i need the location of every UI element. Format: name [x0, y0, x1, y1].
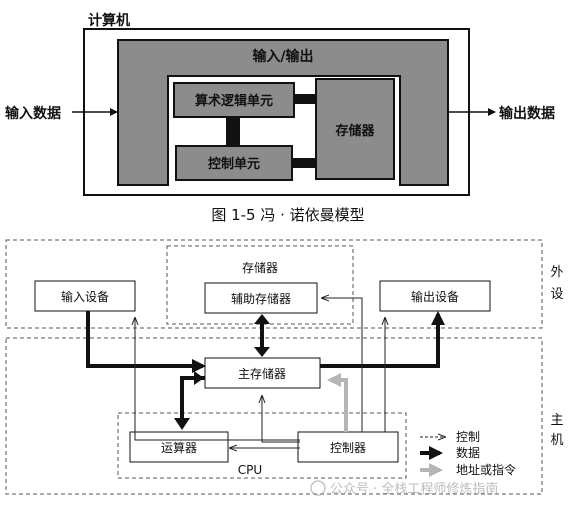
alu-control-bus: [226, 117, 240, 146]
control-to-memory-arrow: [262, 396, 300, 443]
peripheral-region: [5, 239, 543, 329]
io-label: 输入/输出: [252, 48, 313, 65]
input-data-label: 输入数据: [5, 105, 61, 122]
main-memory-box: [204, 357, 321, 389]
watermark: 公众号 · 全栈工程师修炼指南: [310, 480, 498, 497]
memory-block: [315, 78, 395, 180]
aux-main-data-arrowheads: [254, 314, 270, 357]
main-memory-label: 主存储器: [238, 366, 286, 381]
output-device-label: 输出设备: [411, 289, 459, 304]
memory-to-output-data-arrow: [320, 311, 445, 368]
io-block: [117, 39, 449, 186]
output-data-label: 输出数据: [499, 105, 555, 122]
host-region: [5, 337, 543, 495]
alu-box-label: 运算器: [161, 440, 197, 455]
figure-caption: 图 1-5 冯 · 诺依曼模型: [211, 206, 364, 224]
control-to-aux-arrow: [322, 298, 363, 432]
control-memory-bus: [292, 158, 316, 168]
alu-box: [129, 431, 229, 463]
legend: 控制 数据 地址或指令: [420, 430, 516, 477]
bottom-structure: 存储器 CPU 外 设 主 机 输入设备 辅助存储器 输出设备 主存储器 运算器…: [5, 239, 564, 497]
alu-label: 算术逻辑单元: [195, 93, 273, 109]
aux-storage-label: 辅助存储器: [231, 291, 291, 306]
aux-storage-box: [204, 282, 318, 314]
watermark-text: 公众号 · 全栈工程师修炼指南: [330, 481, 498, 497]
controller-label: 控制器: [330, 441, 366, 455]
control-unit-label: 控制单元: [208, 156, 260, 172]
computer-label: 计算机: [88, 12, 130, 29]
host-label-2: 机: [550, 433, 563, 448]
storage-group-label: 存储器: [242, 260, 278, 275]
memory-alu-data-arrowheads: [174, 371, 204, 430]
alu-memory-bus: [294, 94, 316, 104]
memory-label: 存储器: [335, 123, 375, 139]
control-unit-block: [175, 145, 293, 181]
wechat-icon: [310, 480, 326, 496]
legend-address-label: 地址或指令: [456, 462, 516, 477]
memory-alu-data-link: [180, 376, 205, 418]
controller-box: [297, 431, 399, 463]
peripheral-label-2: 设: [550, 287, 563, 302]
input-device-label: 输入设备: [61, 289, 109, 304]
legend-control-label: 控制: [456, 430, 480, 444]
cpu-label: CPU: [238, 463, 262, 477]
input-device-box: [34, 280, 136, 312]
control-to-input-arrow: [135, 318, 300, 441]
host-label-1: 主: [550, 413, 563, 428]
peripheral-label-1: 外: [550, 265, 563, 280]
legend-data-label: 数据: [456, 445, 480, 460]
input-to-memory-data-arrow: [86, 311, 206, 373]
top-model: 计算机 输入/输出 算术逻辑单元 控制单元 存储器 输入数据 输出数据 图 1-…: [5, 12, 555, 224]
controller-to-memory-address-arrow: [327, 373, 348, 432]
